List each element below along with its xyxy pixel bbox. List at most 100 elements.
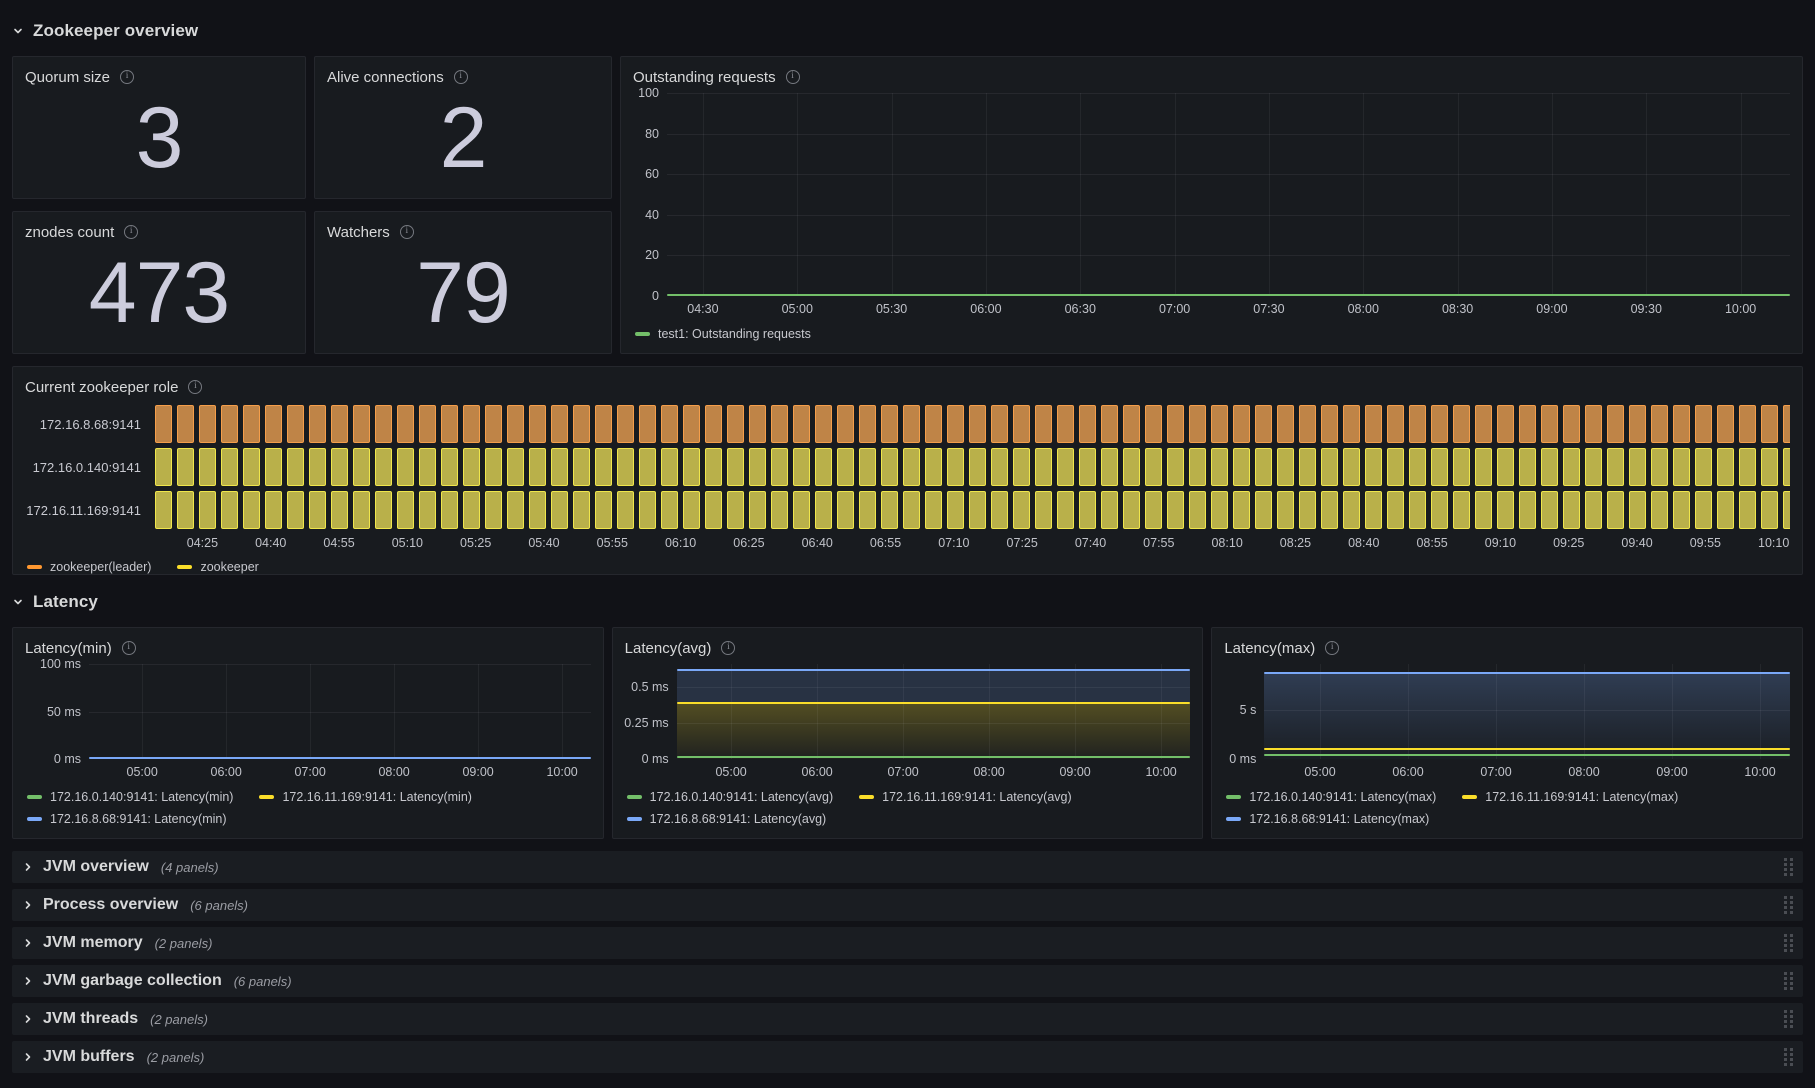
info-icon[interactable] <box>121 641 136 655</box>
timeline-row-label: 172.16.8.68:9141 <box>39 416 141 432</box>
legend-swatch <box>859 795 875 799</box>
collapsed-row-title: JVM overview <box>43 858 149 875</box>
chart-legend: 172.16.0.140:9141: Latency(max) 172.16.11… <box>1224 786 1790 830</box>
section-title-zookeeper-overview: Zookeeper overview <box>33 21 199 40</box>
chart-legend: test1: Outstanding requests <box>633 323 1790 345</box>
timeline-strip <box>155 405 1790 443</box>
legend-label: 172.16.0.140:9141: Latency(min) <box>50 790 234 804</box>
drag-handle-icon[interactable] <box>1784 1010 1793 1028</box>
chevron-right-icon <box>25 977 31 985</box>
section-row-latency[interactable]: Latency <box>12 589 1803 615</box>
legend-item[interactable]: 172.16.0.140:9141: Latency(avg) <box>626 790 834 804</box>
legend-item[interactable]: 172.16.11.169:9141: Latency(max) <box>1462 790 1678 804</box>
legend-item[interactable]: 172.16.8.68:9141: Latency(avg) <box>626 812 827 826</box>
timeline-strip <box>155 448 1790 486</box>
legend-label: 172.16.8.68:9141: Latency(max) <box>1249 812 1430 826</box>
legend-swatch <box>1226 795 1242 799</box>
collapsed-row-process-overview[interactable]: Process overview (6 panels) <box>12 889 1803 921</box>
legend-label: zookeeper(leader) <box>50 560 152 574</box>
timeline-row: 172.16.11.169:9141 <box>25 491 1790 529</box>
section-title-latency: Latency <box>33 592 98 611</box>
legend-label: zookeeper <box>200 560 259 574</box>
panel-title-latency-min[interactable]: Latency(min) <box>25 639 112 657</box>
collapsed-row-panel-count: (2 panels) <box>150 1011 208 1027</box>
legend-item[interactable]: zookeeper(leader) <box>27 560 151 574</box>
panel-title-alive-connections[interactable]: Alive connections <box>327 68 444 86</box>
chart-plot[interactable] <box>667 93 1790 296</box>
collapsed-row-panel-count: (6 panels) <box>190 897 249 913</box>
legend-item[interactable]: 172.16.8.68:9141: Latency(max) <box>1226 812 1429 826</box>
legend-swatch <box>27 795 42 799</box>
stat-value-quorum-size: 3 <box>135 90 184 186</box>
info-icon[interactable] <box>721 641 736 655</box>
drag-handle-icon[interactable] <box>1784 858 1793 876</box>
legend-swatch <box>1462 795 1478 799</box>
timeline-row-label: 172.16.11.169:9141 <box>26 502 141 518</box>
collapsed-row-panel-count: (2 panels) <box>146 1049 205 1065</box>
legend-item[interactable]: zookeeper <box>177 560 259 574</box>
collapsed-row-panel-count: (2 panels) <box>154 935 213 951</box>
chevron-right-icon <box>25 863 31 871</box>
legend-swatch <box>177 565 193 569</box>
legend-item[interactable]: 172.16.0.140:9141: Latency(max) <box>1226 790 1436 804</box>
timeline-row: 172.16.8.68:9141 <box>25 405 1790 443</box>
info-icon[interactable] <box>188 380 203 394</box>
info-icon[interactable] <box>1325 641 1340 655</box>
chevron-right-icon <box>25 901 31 909</box>
collapsed-row-title: JVM garbage collection <box>43 972 222 989</box>
legend-label: 172.16.0.140:9141: Latency(avg) <box>649 790 834 804</box>
legend-swatch <box>27 565 42 569</box>
legend-swatch <box>259 795 275 799</box>
section-row-zookeeper-overview[interactable]: Zookeeper overview <box>12 18 1803 44</box>
panel-title-latency-avg[interactable]: Latency(avg) <box>624 639 712 657</box>
panel-title-quorum-size[interactable]: Quorum size <box>25 68 111 86</box>
chevron-down-icon <box>14 28 22 34</box>
chevron-right-icon <box>25 939 31 947</box>
legend-item[interactable]: 172.16.8.68:9141: Latency(min) <box>27 812 227 826</box>
overview-panel-grid: Quorum size 3 Alive connections 2 Outsta… <box>12 56 1803 354</box>
collapsed-row-jvm-buffers[interactable]: JVM buffers(2 panels) <box>12 1041 1803 1073</box>
collapsed-row-jvm-memory[interactable]: JVM memory(2 panels) <box>12 927 1803 959</box>
info-icon[interactable] <box>399 225 414 239</box>
info-icon[interactable] <box>120 70 135 84</box>
legend-item[interactable]: 172.16.11.169:9141: Latency(avg) <box>859 790 1072 804</box>
panel-watchers: Watchers 79 <box>314 211 612 354</box>
panel-title-znodes-count[interactable]: znodes count <box>25 223 115 241</box>
panel-znodes-count: znodes count 473 <box>12 211 306 354</box>
drag-handle-icon[interactable] <box>1784 934 1793 952</box>
legend-item[interactable]: 172.16.11.169:9141: Latency(min) <box>259 790 472 804</box>
info-icon[interactable] <box>785 70 800 84</box>
legend-swatch <box>27 817 42 821</box>
collapsed-row-title: Process overview <box>43 896 179 913</box>
collapsed-row-jvm-threads[interactable]: JVM threads(2 panels) <box>12 1003 1803 1035</box>
drag-handle-icon[interactable] <box>1784 972 1793 990</box>
legend-label: test1: Outstanding requests <box>658 327 811 341</box>
drag-handle-icon[interactable] <box>1784 1048 1793 1066</box>
legend-label: 172.16.8.68:9141: Latency(avg) <box>649 812 827 826</box>
panel-title-watchers[interactable]: Watchers <box>327 223 390 241</box>
legend-swatch <box>635 332 650 336</box>
panel-title-current-zookeeper-role[interactable]: Current zookeeper role <box>25 378 179 396</box>
collapsed-row-jvm-overview[interactable]: JVM overview(4 panels) <box>12 851 1803 883</box>
panel-title-latency-max[interactable]: Latency(max) <box>1224 639 1316 657</box>
chart-plot[interactable] <box>89 664 591 759</box>
state-timeline[interactable]: 172.16.8.68:9141 172.16.0.140:9141 172.16.… <box>25 405 1790 534</box>
legend-item[interactable]: test1: Outstanding requests <box>635 327 811 341</box>
chart-plot[interactable] <box>676 664 1191 759</box>
panel-quorum-size: Quorum size 3 <box>12 56 306 199</box>
collapsed-row-jvm-garbage-collection[interactable]: JVM garbage collection(6 panels) <box>12 965 1803 997</box>
drag-handle-icon[interactable] <box>1784 896 1793 914</box>
timeline-row: 172.16.0.140:9141 <box>25 448 1790 486</box>
info-icon[interactable] <box>453 70 468 84</box>
legend-item[interactable]: 172.16.0.140:9141: Latency(min) <box>27 790 233 804</box>
chart-plot[interactable] <box>1264 664 1791 759</box>
info-icon[interactable] <box>124 225 139 239</box>
panel-title-outstanding-requests[interactable]: Outstanding requests <box>633 68 776 86</box>
